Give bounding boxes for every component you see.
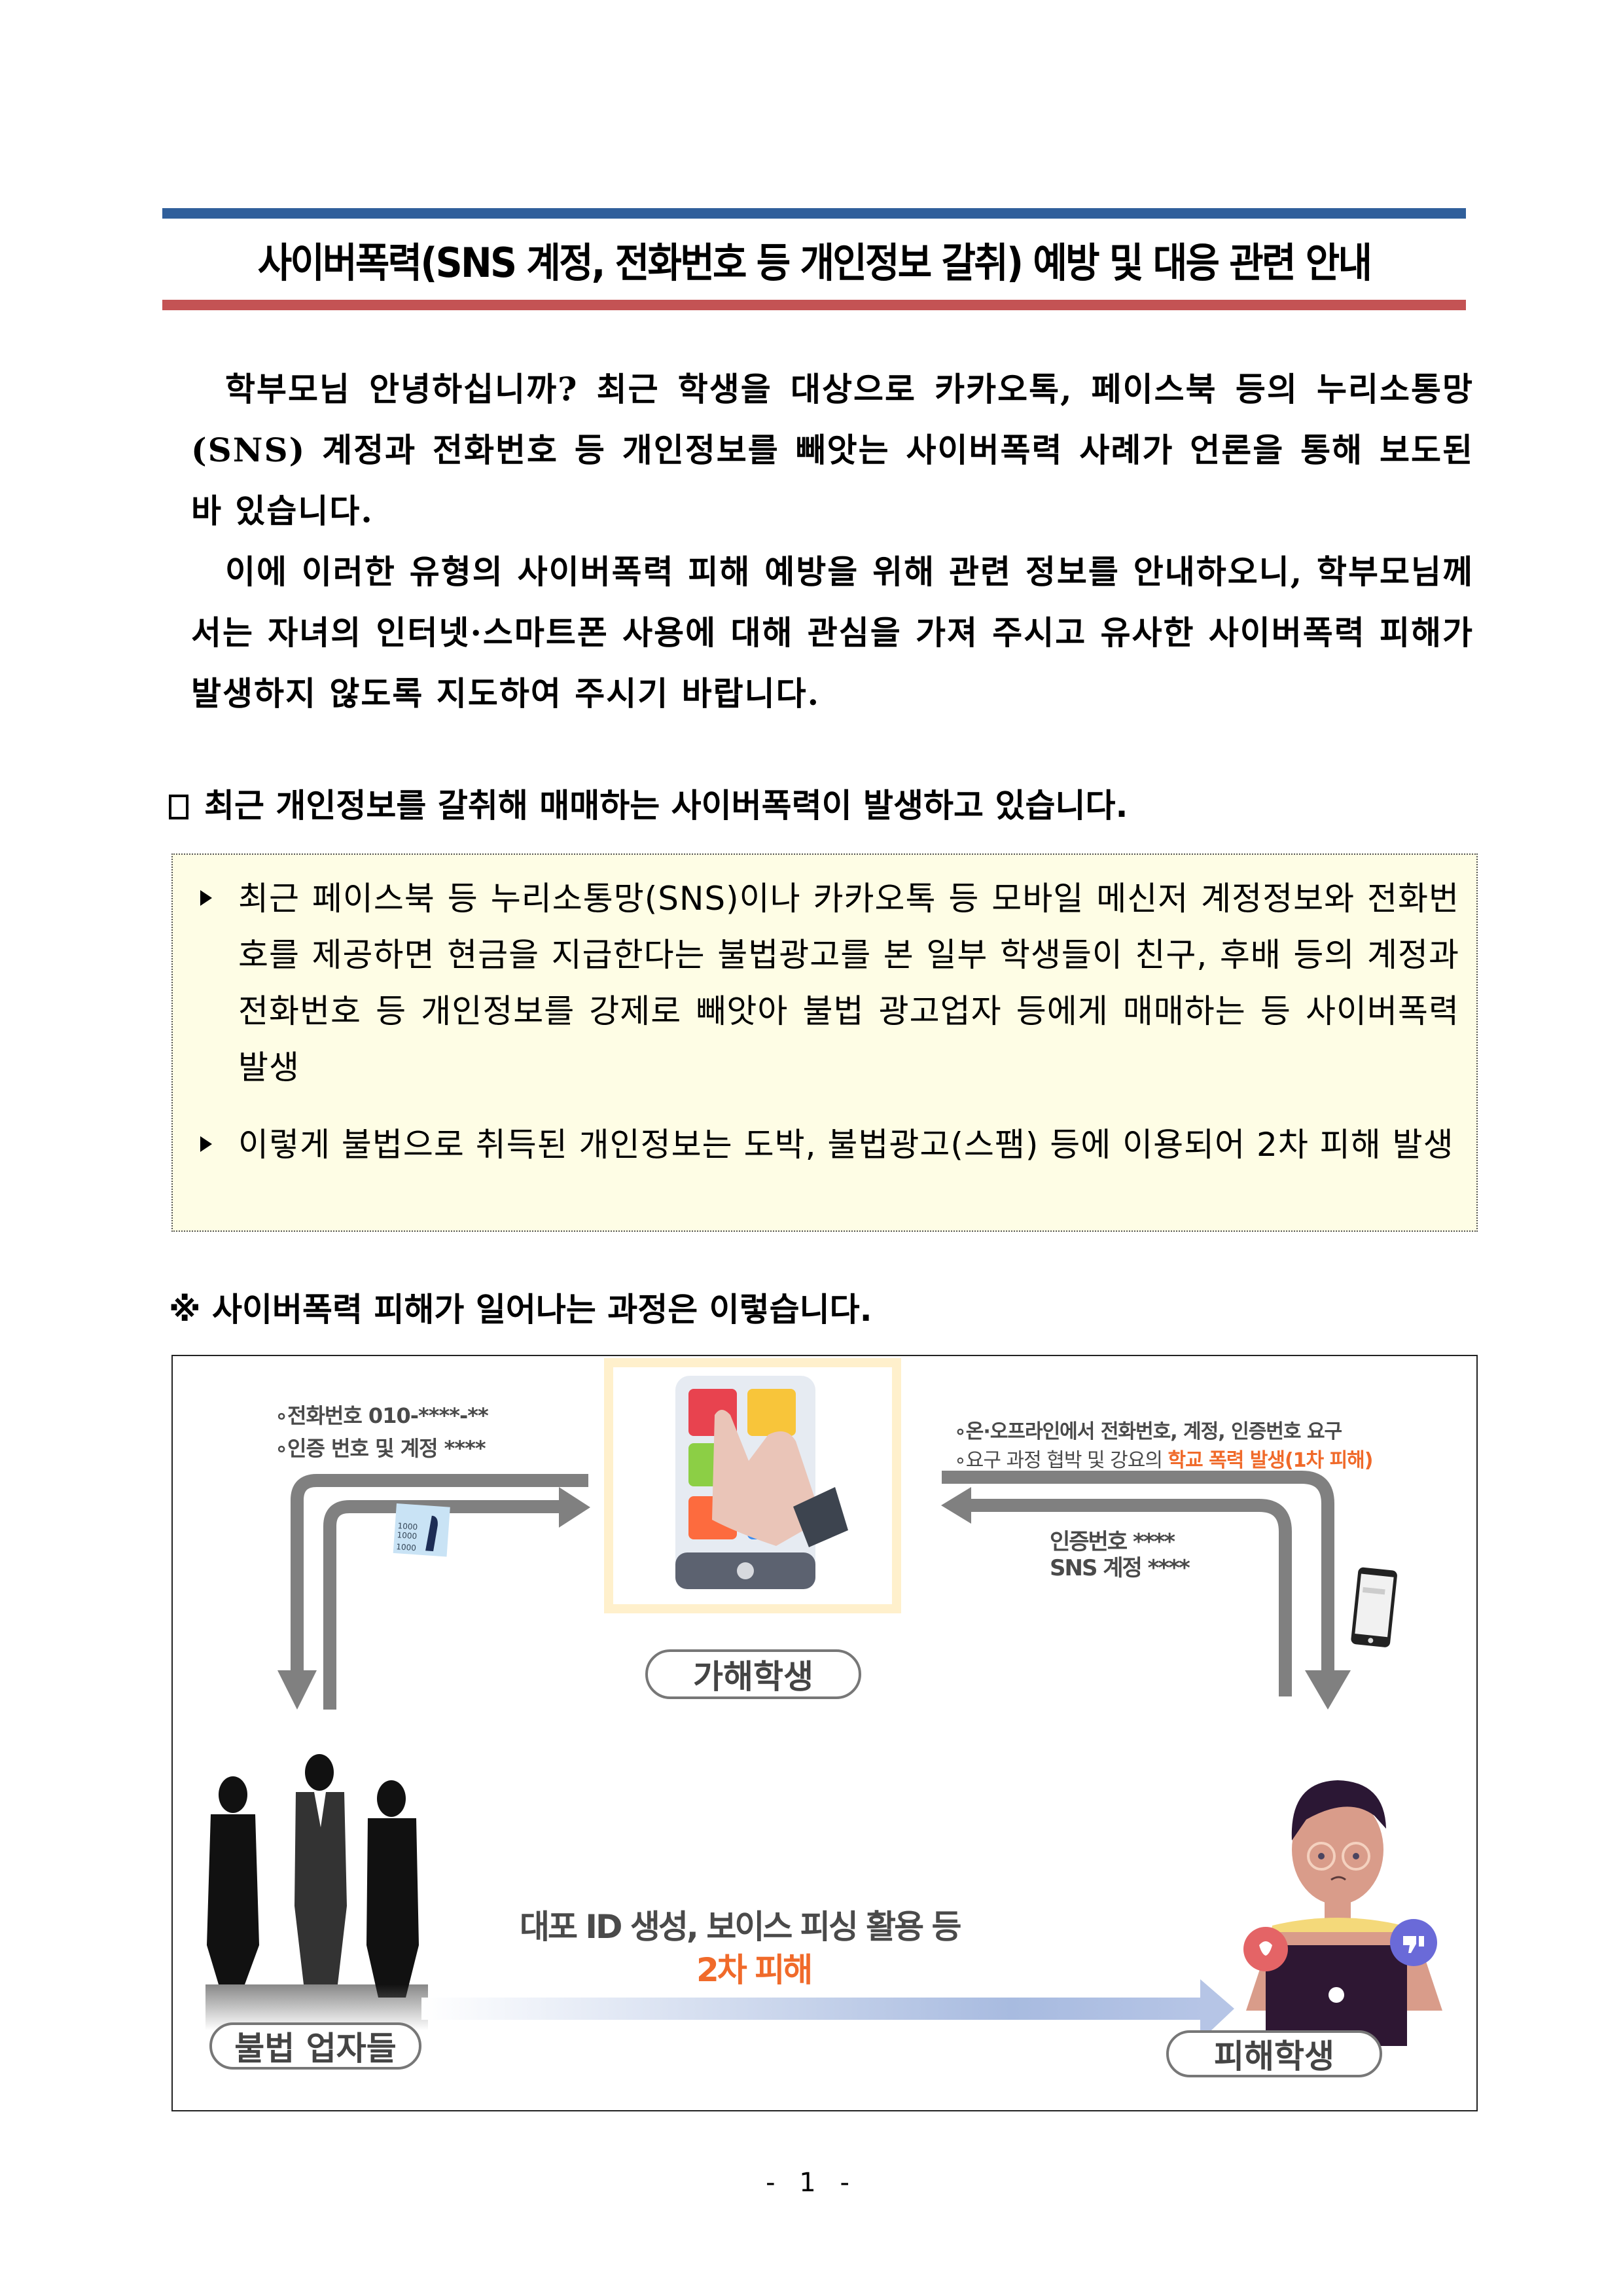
intro-paragraph-2: 이에 이러한 유형의 사이버폭력 피해 예방을 위해 관련 정보를 안내하오니,… bbox=[191, 552, 1474, 713]
perpetrator-student-label: 가해학생 bbox=[645, 1649, 861, 1699]
arrow-right-icon bbox=[559, 1487, 590, 1528]
section-1-heading: 최근 개인정보를 갈취해 매매하는 사이버폭력이 발생하고 있습니다. bbox=[169, 783, 1478, 829]
money-banknote-icon: 1000 1000 1000 bbox=[393, 1503, 450, 1557]
bullet-text: 이렇게 불법으로 취득된 개인정보는 도박, 불법광고(스팸) 등에 이용되어 … bbox=[238, 1126, 1454, 1164]
intro-letter: 학부모님 안녕하십니까? 최근 학생을 대상으로 카카오톡, 페이스북 등의 누… bbox=[191, 359, 1474, 724]
cyber-violence-process-diagram: 1000 1000 1000 bbox=[171, 1355, 1478, 2111]
triangle-bullet-icon bbox=[200, 890, 212, 906]
intro-paragraph-1: 학부모님 안녕하십니까? 최근 학생을 대상으로 카카오톡, 페이스북 등의 누… bbox=[191, 370, 1474, 530]
arrow-left-icon bbox=[941, 1487, 971, 1524]
stolen-auth-account-label: ∘인증 번호 및 계정 **** bbox=[275, 1436, 486, 1461]
section-2-heading: ※ 사이버폭력 피해가 일어나는 과정은 이렇습니다. bbox=[169, 1291, 872, 1329]
victim-student-icon bbox=[1243, 1780, 1442, 2046]
phone-frame-border bbox=[604, 1358, 901, 1613]
illegal-dealers-silhouettes-icon bbox=[205, 1754, 428, 2030]
title-block: 사이버폭력(SNS 계정, 전화번호 등 개인정보 갈취) 예방 및 대응 관련… bbox=[162, 208, 1466, 310]
svg-text:1000: 1000 bbox=[396, 1542, 416, 1552]
page-title: 사이버폭력(SNS 계정, 전화번호 등 개인정보 갈취) 예방 및 대응 관련… bbox=[257, 239, 1372, 287]
school-violence-highlight: 학교 폭력 발생(1차 피해) bbox=[1168, 1449, 1373, 1472]
page-number: - 1 - bbox=[766, 2168, 857, 2198]
arrow-right-icon bbox=[1200, 1979, 1234, 2041]
illegal-dealers-label: 불법 업자들 bbox=[209, 2022, 421, 2070]
highlight-box: 최근 페이스북 등 누리소통망(SNS)이나 카카오톡 등 모바일 메신저 계정… bbox=[171, 853, 1478, 1232]
secondary-damage-description: 대포 ID 생성, 보이스 피싱 활용 등 bbox=[520, 1908, 962, 1946]
arrow-down-icon bbox=[277, 1670, 317, 1710]
arrow-down-icon bbox=[1305, 1670, 1351, 1710]
svg-text:1000: 1000 bbox=[397, 1521, 418, 1532]
right-flow-arrows bbox=[942, 1471, 1334, 1696]
first-damage-label: ∘요구 과정 협박 및 강요의 학교 폭력 발생(1차 피해) bbox=[954, 1444, 1374, 1473]
coercion-text: ∘요구 과정 협박 및 강요의 bbox=[954, 1449, 1168, 1472]
section-1-heading-text: 최근 개인정보를 갈취해 매매하는 사이버폭력이 발생하고 있습니다. bbox=[204, 787, 1128, 825]
diagram-graphics: 1000 1000 1000 bbox=[205, 1358, 1442, 2046]
left-flow-arrows bbox=[291, 1474, 588, 1710]
mobile-phone-icon bbox=[1351, 1567, 1397, 1647]
checkbox-square-icon bbox=[169, 795, 188, 819]
victim-student-label: 피해학생 bbox=[1166, 2030, 1382, 2077]
svg-text:1000: 1000 bbox=[397, 1530, 417, 1541]
triangle-bullet-icon bbox=[200, 1136, 212, 1152]
title-rule-top bbox=[162, 208, 1466, 219]
bullet-text: 최근 페이스북 등 누리소통망(SNS)이나 카카오톡 등 모바일 메신저 계정… bbox=[238, 880, 1459, 1086]
stolen-phone-number-label: ∘전화번호 010-****-** bbox=[275, 1403, 489, 1428]
smartphone-touch-icon bbox=[675, 1376, 848, 1589]
title-rule-bottom bbox=[162, 300, 1466, 310]
sns-account-label: SNS 계정 **** bbox=[1050, 1555, 1190, 1581]
secondary-damage-title: 2차 피해 bbox=[696, 1951, 813, 1989]
secondary-damage-arrow bbox=[421, 1998, 1207, 2020]
offline-request-label: ∘온·오프라인에서 전화번호, 계정, 인증번호 요구 bbox=[954, 1420, 1342, 1443]
auth-number-label: 인증번호 **** bbox=[1050, 1529, 1175, 1555]
